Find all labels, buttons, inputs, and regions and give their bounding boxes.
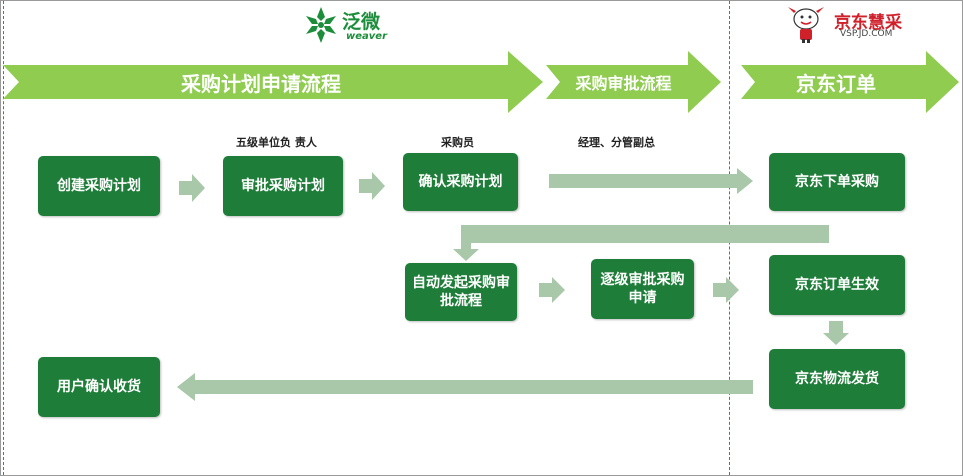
role-buyer: 采购员 (441, 136, 474, 149)
phase-label-approval: 采购审批流程 (575, 74, 672, 93)
arrow-level-to-jd-effective (713, 277, 739, 303)
jd-brand-name: 京东慧采 (834, 13, 902, 33)
arrow-jd-order-back-to-auto-start (453, 221, 833, 261)
phase-banner-plan (3, 51, 543, 113)
step-create-plan: 创建采购计划 (38, 156, 160, 216)
weaver-brand-sub: weaver (346, 31, 388, 42)
arrow-create-to-approve (179, 174, 205, 202)
role-managers: 经理、分管副总 (578, 136, 655, 149)
step-jd-ship: 京东物流发货 (769, 349, 905, 409)
arrow-confirm-to-jd-order (549, 168, 753, 194)
weaver-logo: 泛微 weaver (304, 5, 399, 49)
step-user-receive: 用户确认收货 (38, 357, 160, 417)
arrow-ship-to-user (177, 373, 753, 401)
step-jd-place-order: 京东下单采购 (769, 153, 905, 211)
phase-banner-jd (741, 51, 959, 113)
step-approve-plan: 审批采购计划 (223, 156, 343, 216)
weaver-brand-name: 泛微 (342, 11, 381, 33)
jd-logo: 京东慧采 VSP.JD.COM (784, 5, 934, 45)
jd-brand-sub: VSP.JD.COM (840, 29, 893, 39)
step-auto-start-approval: 自动发起采购审批流程 (405, 263, 517, 321)
weaver-snowflake-icon (306, 7, 336, 43)
phase-label-plan: 采购计划申请流程 (181, 71, 341, 96)
arrow-effective-to-ship (823, 321, 849, 345)
left-boundary-line (3, 1, 4, 475)
step-jd-order-effective: 京东订单生效 (769, 255, 905, 315)
phase-label-jd: 京东订单 (796, 71, 876, 96)
step-confirm-plan: 确认采购计划 (403, 153, 518, 211)
step-level-approval: 逐级审批采购申请 (591, 259, 694, 319)
arrow-auto-to-level (539, 277, 565, 303)
jd-mascot-icon (788, 7, 824, 43)
role-unit-head: 五级单位负 责人 (236, 136, 317, 149)
phase-banner-approval (546, 51, 721, 113)
arrow-approve-to-confirm (359, 172, 385, 200)
